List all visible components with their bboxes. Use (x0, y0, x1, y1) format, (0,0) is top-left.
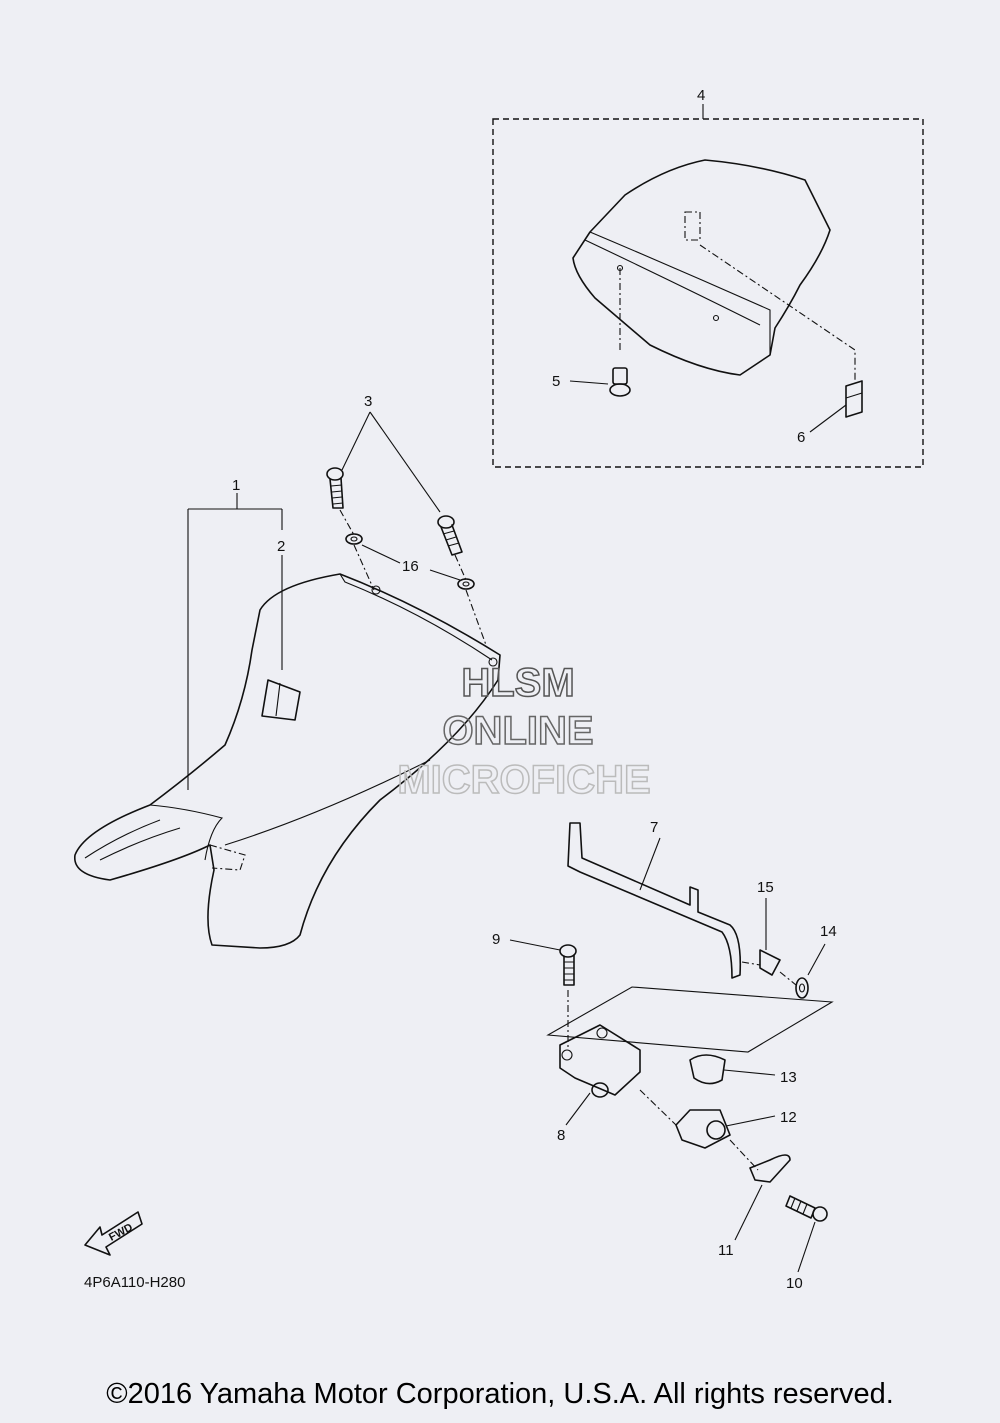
watermark-line-1: HLSM (461, 661, 574, 705)
washer-15 (759, 898, 781, 976)
watermark-line-2: ONLINE (442, 709, 593, 753)
bolt-collar-group (326, 411, 487, 646)
seat-lock-rod (567, 822, 742, 979)
seat-patch (261, 679, 301, 721)
copyright-notice: ©2016 Yamaha Motor Corporation, U.S.A. A… (106, 1378, 894, 1410)
callout-4: 4 (697, 87, 705, 104)
callout-2: 2 (277, 538, 285, 555)
callout-16: 16 (402, 558, 419, 575)
lock-cylinder (675, 1109, 776, 1149)
fwd-label: FWD (107, 1221, 135, 1243)
seat-bolt-right (437, 515, 463, 556)
collar-right (457, 578, 475, 590)
callout-9: 9 (492, 931, 500, 948)
seat-cowl (572, 159, 831, 376)
callout-13: 13 (780, 1069, 797, 1086)
seat-bolt-left (326, 467, 344, 509)
drawing-code: 4P6A110-H280 (84, 1274, 185, 1291)
callout-1: 1 (232, 477, 240, 494)
callout-6: 6 (797, 429, 805, 446)
lock-bracket-group (567, 822, 826, 999)
callout-5: 5 (552, 373, 560, 390)
fwd-arrow-icon: FWD (84, 1211, 143, 1256)
washer-14 (795, 943, 826, 999)
callout-10: 10 (786, 1275, 803, 1292)
callout-15: 15 (757, 879, 774, 896)
callout-3: 3 (364, 393, 372, 410)
seat-lock-body (559, 1024, 641, 1096)
callout-11: 11 (718, 1242, 734, 1259)
seat-group (74, 493, 501, 949)
callout-12: 12 (780, 1109, 797, 1126)
seat-cowl-group (492, 104, 924, 468)
callout-8: 8 (557, 1127, 565, 1144)
callout-7: 7 (650, 819, 658, 836)
collar-left (345, 533, 363, 545)
cowl-damper (845, 380, 863, 418)
seat (74, 573, 501, 949)
callout-14: 14 (820, 923, 837, 940)
seat-cowl-kit-box (492, 118, 924, 468)
lock-cap (689, 1054, 776, 1085)
lock-bolt (785, 1195, 828, 1273)
lock-assembly-group (509, 939, 834, 1273)
watermark-line-3: MICROFICHE (397, 758, 650, 802)
lock-stay (734, 1154, 791, 1241)
lock-screw (509, 939, 577, 986)
cowl-screw (609, 367, 631, 397)
